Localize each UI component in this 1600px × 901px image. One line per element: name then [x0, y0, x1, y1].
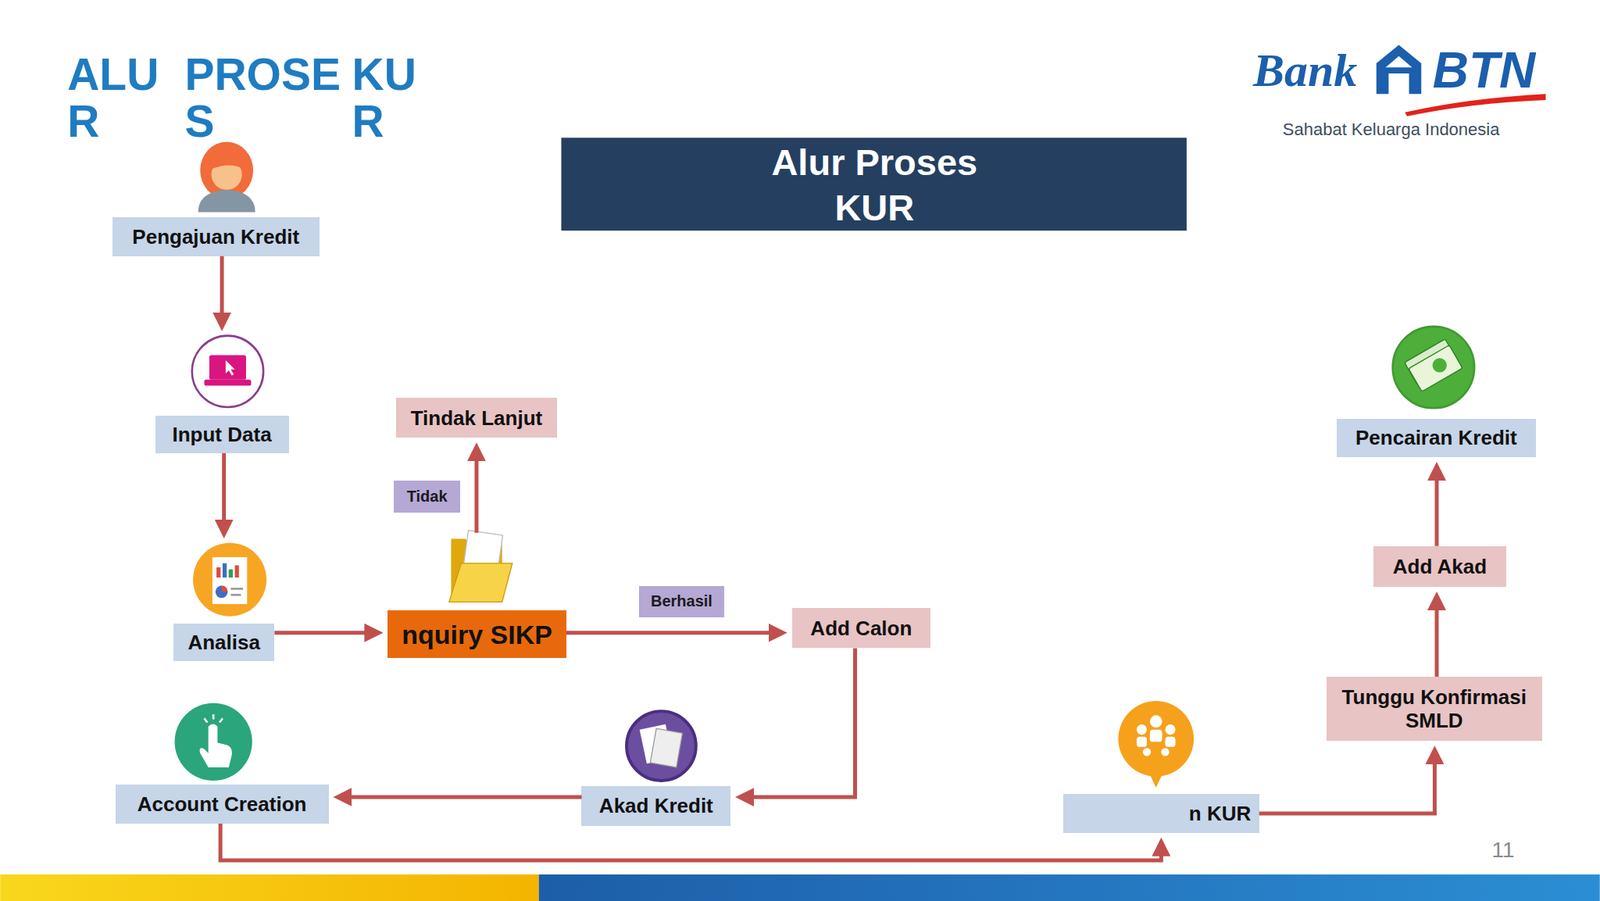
node-label: Tindak Lanjut	[396, 397, 558, 438]
contract-icon	[626, 710, 697, 781]
tap-rays	[203, 714, 223, 722]
group-person	[1150, 729, 1163, 743]
node-label: Account Creation	[115, 784, 329, 824]
process-box: Account Creation	[115, 703, 329, 824]
process-box: Add Calon	[792, 607, 932, 648]
node-label: n KUR	[1063, 793, 1260, 833]
tap-hand	[200, 723, 233, 767]
process-box: Akad Kredit	[581, 710, 731, 826]
flow-arrow	[274, 630, 375, 635]
report-line	[230, 593, 241, 597]
page-number: 11	[1492, 837, 1540, 863]
process-box: Input Data	[155, 335, 290, 454]
node-label: Tunggu Konfirmasi SMLD	[1326, 676, 1543, 741]
group-person	[1136, 724, 1147, 735]
flow-arrow	[1435, 599, 1440, 677]
process-box: Add Akad	[1373, 546, 1507, 587]
flow-arrow	[221, 453, 226, 531]
person-bangs	[210, 153, 244, 170]
flow-arrow	[1435, 469, 1440, 547]
flow-arrow	[341, 795, 583, 800]
node-label: Analisa	[173, 623, 275, 661]
node-label: Input Data	[155, 415, 290, 454]
group-person	[1136, 736, 1147, 747]
edge-label: Tidak	[393, 480, 461, 512]
report-bar	[228, 569, 233, 578]
edge-label: Berhasil	[639, 585, 725, 618]
group-person	[1142, 747, 1151, 756]
money-bill	[1408, 345, 1463, 392]
group-person	[1164, 724, 1175, 735]
laptop-base	[203, 379, 251, 386]
process-box: Tindak Lanjut	[396, 397, 558, 438]
cursor	[225, 360, 236, 376]
flow-arrow	[1259, 753, 1436, 814]
report-bar	[235, 564, 240, 578]
report-bar	[222, 563, 227, 578]
folder-front	[449, 563, 513, 603]
money-coin	[1432, 357, 1447, 372]
group-person	[1164, 736, 1175, 747]
group-icon	[1117, 700, 1194, 777]
logo-house	[1376, 44, 1422, 94]
money-icon	[1392, 326, 1475, 408]
contract-paper	[650, 728, 683, 768]
report-pie	[221, 585, 229, 593]
process-box: Analisa	[173, 542, 275, 662]
heading-word: ALU R	[67, 50, 177, 145]
heading-word: PROSE S	[184, 50, 357, 145]
process-box: nquiry SIKP	[387, 532, 567, 659]
report-line	[230, 587, 243, 590]
process-box: Pengajuan Kredit	[112, 142, 320, 257]
footer-bar	[539, 874, 1600, 901]
process-box: Tunggu Konfirmasi SMLD	[1326, 676, 1543, 741]
title-band	[560, 137, 1186, 231]
flow-arrow	[220, 256, 225, 324]
node-label: Add Akad	[1373, 546, 1507, 587]
flow-arrow	[220, 823, 1161, 861]
process-box: Pencairan Kredit	[1336, 326, 1536, 458]
report-bar	[216, 567, 221, 578]
flow-arrow	[566, 630, 780, 635]
report-pie	[215, 585, 229, 599]
report-icon	[192, 542, 267, 617]
logo-roof	[1385, 56, 1413, 68]
node-label: nquiry SIKP	[387, 610, 567, 658]
slide-title: Alur Proses KUR	[742, 139, 1008, 231]
person-body	[198, 189, 256, 213]
laptop-screen	[209, 354, 247, 379]
logo-text: BTN	[1432, 42, 1558, 98]
node-label: Pencairan Kredit	[1336, 418, 1536, 458]
group-person	[1160, 747, 1169, 756]
flow-arrow	[742, 647, 855, 797]
node-label: Add Calon	[792, 607, 932, 648]
flow-arrow	[474, 450, 479, 533]
tap-icon	[175, 703, 253, 781]
report-sheet	[212, 557, 247, 604]
node-label: Pengajuan Kredit	[112, 217, 320, 257]
logo-text: Bank	[1253, 44, 1371, 97]
heading-word: KU R	[352, 50, 439, 145]
process-box: n KUR	[1063, 700, 1260, 833]
laptop-icon	[192, 335, 264, 408]
node-label: Akad Kredit	[581, 785, 731, 826]
logo-text: Sahabat Keluarga Indonesia	[1282, 119, 1533, 140]
group-person	[1150, 714, 1163, 728]
footer-bar	[0, 874, 539, 901]
